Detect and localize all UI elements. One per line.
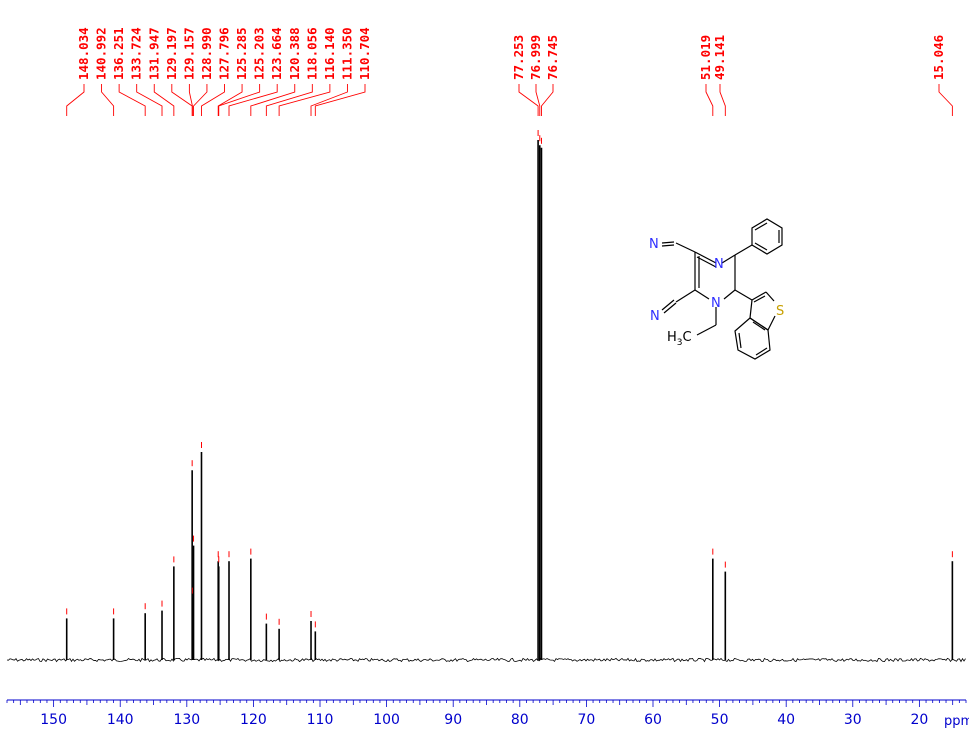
bond bbox=[751, 291, 767, 301]
x-tick-label: 30 bbox=[844, 712, 862, 728]
peak-label-leader bbox=[136, 84, 163, 116]
peak-shift-label: 125.285 bbox=[234, 27, 249, 80]
peak-label-leader bbox=[719, 84, 726, 116]
atom-nitrile-nitrogen: N bbox=[650, 309, 660, 324]
bond bbox=[767, 315, 776, 331]
x-tick-label: 150 bbox=[40, 712, 67, 728]
peak-shift-label: 76.745 bbox=[545, 35, 560, 80]
peak-shift-label: 15.046 bbox=[931, 35, 946, 80]
peak-label-leader bbox=[217, 84, 243, 116]
bond bbox=[734, 244, 753, 256]
bond bbox=[752, 321, 766, 331]
bond bbox=[696, 256, 717, 268]
peak-shift-label: 118.056 bbox=[304, 27, 319, 80]
peak-label-leader bbox=[101, 84, 115, 116]
benzo-ring bbox=[734, 317, 771, 360]
bond bbox=[721, 254, 736, 264]
x-tick-label: 110 bbox=[307, 712, 334, 728]
bond bbox=[694, 289, 710, 300]
bond bbox=[694, 251, 717, 264]
peak-label-leader bbox=[314, 84, 366, 116]
peak-shift-label: 110.704 bbox=[357, 27, 372, 80]
peak-shift-label: 76.999 bbox=[528, 35, 543, 80]
bond bbox=[675, 289, 696, 303]
x-axis-unit-label: ppm bbox=[944, 714, 969, 729]
x-tick-label: 20 bbox=[910, 712, 928, 728]
peak-label-leader bbox=[188, 84, 193, 116]
phenyl-ring bbox=[751, 218, 783, 255]
peak-shift-label: 125.203 bbox=[252, 27, 267, 80]
peak-shift-label: 120.388 bbox=[287, 27, 302, 80]
peak-label-leader bbox=[193, 84, 208, 116]
peak-label-leader bbox=[228, 84, 278, 116]
molecule-atom-labels: N N N N S H3C bbox=[649, 237, 784, 348]
methyl-group: H3C bbox=[667, 330, 692, 348]
peak-shift-label: 131.947 bbox=[146, 27, 161, 80]
peak-label-leader bbox=[535, 84, 541, 116]
peak-label-leader bbox=[201, 84, 225, 116]
bond bbox=[754, 222, 768, 231]
peak-label-leader bbox=[705, 84, 714, 116]
peak-label-leader bbox=[938, 84, 953, 116]
atom-nitrogen: N bbox=[711, 296, 721, 311]
atom-nitrogen: N bbox=[714, 257, 724, 272]
peak-label-leader bbox=[278, 84, 331, 116]
peak-shift-label: 148.034 bbox=[76, 27, 91, 80]
triple-bond bbox=[663, 302, 677, 314]
x-tick-label: 100 bbox=[373, 712, 400, 728]
triple-bond bbox=[661, 241, 675, 244]
bond bbox=[753, 295, 766, 303]
x-tick-label: 140 bbox=[107, 712, 134, 728]
peak-label-leader bbox=[518, 84, 539, 116]
bond bbox=[755, 347, 768, 356]
x-tick-label: 50 bbox=[711, 712, 729, 728]
bond bbox=[675, 242, 696, 253]
bond bbox=[754, 242, 768, 251]
bond bbox=[696, 324, 717, 336]
bond bbox=[749, 299, 753, 319]
peak-label-leader bbox=[541, 84, 554, 116]
peak-shift-label: 49.141 bbox=[712, 35, 727, 80]
peak-shift-label: 51.019 bbox=[698, 35, 713, 80]
triple-bond bbox=[661, 299, 675, 311]
bond bbox=[723, 289, 736, 300]
peak-label-leader bbox=[250, 84, 296, 116]
peak-shift-label: 129.157 bbox=[181, 27, 196, 80]
molecule-structure bbox=[661, 218, 783, 360]
bond bbox=[734, 289, 753, 301]
peak-shift-label: 127.796 bbox=[217, 27, 232, 80]
peak-label-leader bbox=[310, 84, 348, 116]
peak-shift-label: 133.724 bbox=[129, 27, 144, 80]
peak-shift-label: 77.253 bbox=[511, 35, 526, 80]
peak-shift-label: 140.992 bbox=[94, 27, 109, 80]
x-tick-label: 40 bbox=[777, 712, 795, 728]
peak-layer bbox=[6, 130, 966, 663]
x-tick-label: 90 bbox=[444, 712, 462, 728]
triple-bond bbox=[661, 244, 675, 247]
atom-sulfur: S bbox=[776, 304, 784, 319]
x-axis: 150 140 130 120 110 100 90 80 70 60 50 40 30 20 ppm bbox=[6, 699, 969, 729]
peak-label-leader bbox=[218, 84, 261, 116]
x-tick-label: 70 bbox=[577, 712, 595, 728]
peak-shift-label: 128.990 bbox=[199, 27, 214, 80]
peak-label-leader bbox=[153, 84, 175, 116]
peak-shift-label: 136.251 bbox=[111, 27, 126, 80]
bond bbox=[738, 332, 742, 349]
x-tick-label: 60 bbox=[644, 712, 662, 728]
peak-shift-label: 129.197 bbox=[164, 27, 179, 80]
peak-label-leader bbox=[265, 84, 313, 116]
x-tick-label: 80 bbox=[511, 712, 529, 728]
x-tick-label: 120 bbox=[240, 712, 267, 728]
peak-shift-label: 111.350 bbox=[339, 27, 354, 80]
x-tick-label: 130 bbox=[173, 712, 200, 728]
peak-shift-label: 123.664 bbox=[269, 27, 284, 80]
atom-nitrile-nitrogen: N bbox=[649, 237, 659, 252]
peak-label-leader bbox=[118, 84, 146, 116]
bond bbox=[765, 291, 775, 302]
peak-label-leader bbox=[66, 84, 85, 116]
spectrum-baseline bbox=[6, 657, 966, 663]
peak-shift-label: 116.140 bbox=[322, 27, 337, 80]
